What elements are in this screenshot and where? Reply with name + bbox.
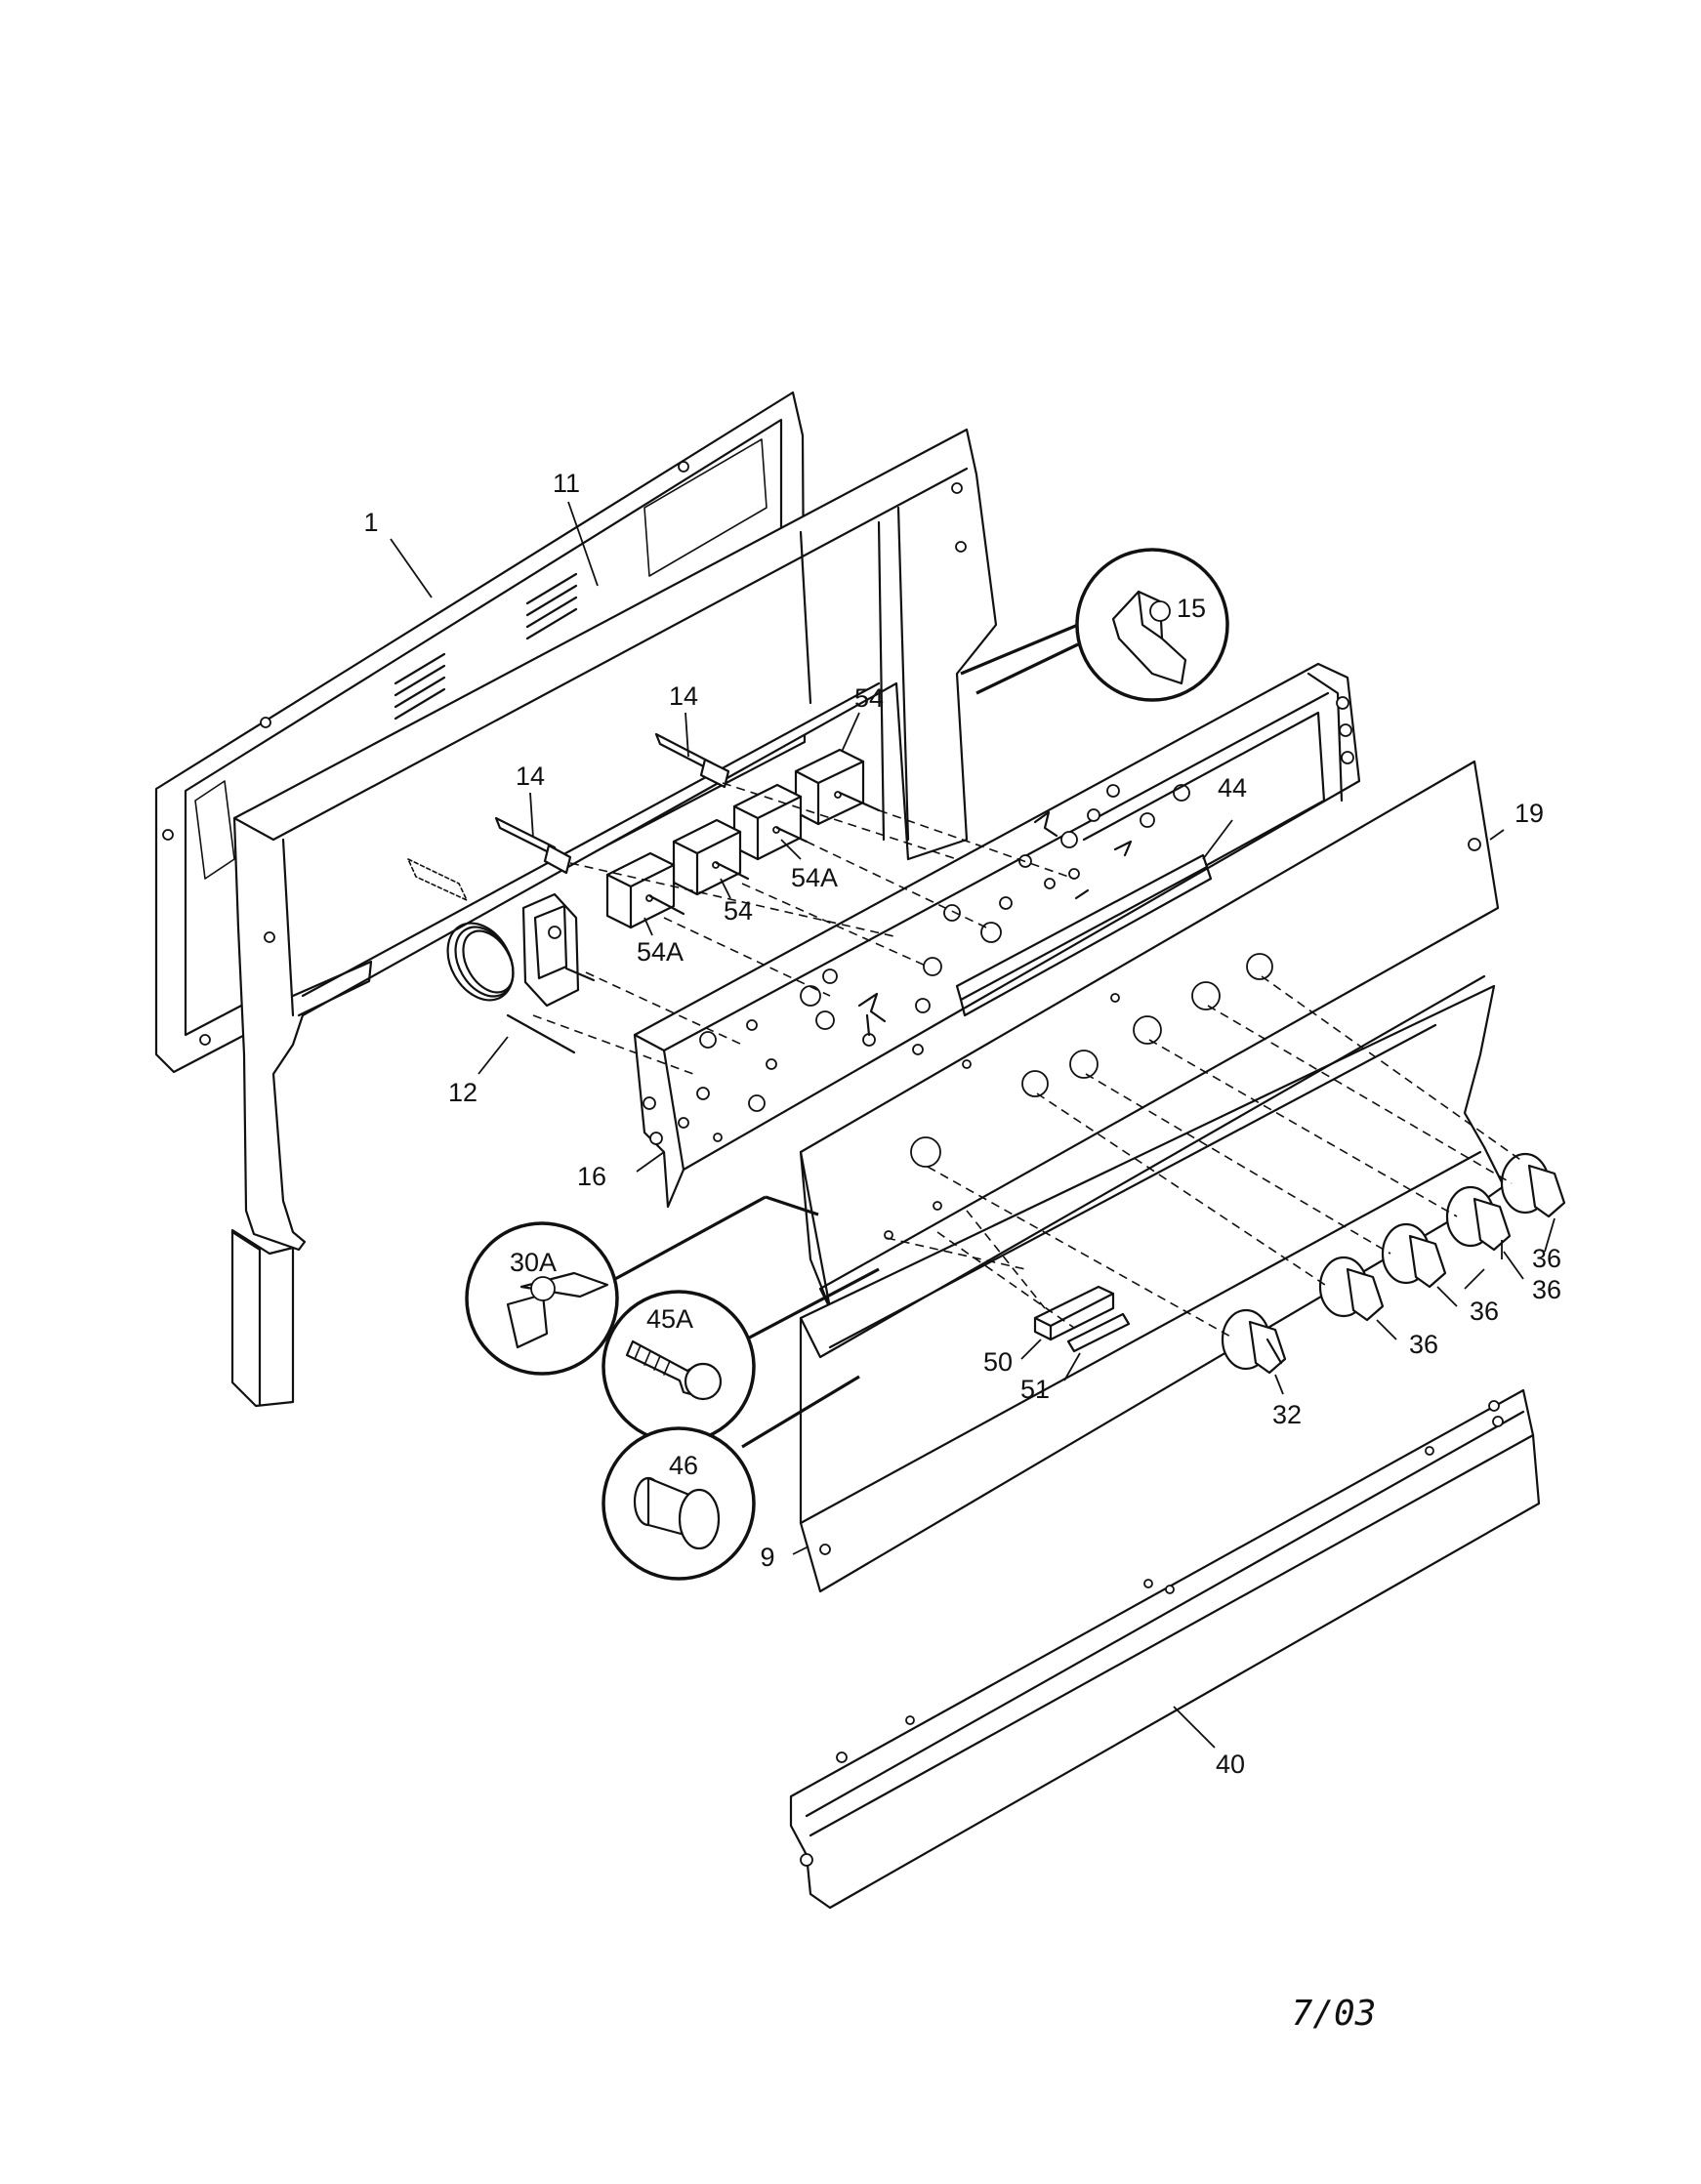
switch-part-54A-upper [732,783,809,861]
label-part-12: 12 [448,1078,477,1107]
callout-part-45A [602,1267,880,1444]
lens-part-51 [1063,1312,1131,1381]
control-panel-part-19 [799,760,1505,1310]
callout-part-15 [960,548,1229,702]
label-part-15: 15 [1177,594,1206,623]
strip-part-44 [955,819,1233,1017]
label-part-45A: 45A [646,1304,693,1334]
label-part-14-lower: 14 [516,762,545,791]
label-part-11: 11 [553,469,580,498]
label-part-32: 32 [1272,1400,1302,1429]
label-part-50: 50 [983,1347,1013,1377]
trim-panel-part-9 [792,974,1506,1593]
part-labels: 1 11 14 14 54 54A 54 54A 12 15 44 19 16 … [363,469,1561,2034]
label-part-36-d: 36 [1532,1244,1561,1273]
assembly-lines [532,782,1524,1339]
label-part-16: 16 [577,1162,606,1191]
thermostat-part-12 [407,858,596,1075]
callout-part-46 [602,1375,860,1581]
shaft-part-14-lower [494,792,572,875]
frame-part-11 [230,428,998,1408]
label-part-40: 40 [1216,1750,1245,1779]
date-code: 7/03 [1292,1994,1377,2034]
knob-part-36-1 [1318,1256,1397,1340]
light-part-50 [1020,1285,1115,1360]
knob-part-36-4 [1500,1152,1566,1253]
control-bracket-part-16 [633,662,1361,1209]
knob-part-36-3 [1445,1185,1524,1280]
label-part-36-c: 36 [1532,1275,1561,1304]
label-part-54A-upper: 54A [791,863,838,892]
label-part-9: 9 [760,1543,774,1572]
knob-part-36-2 [1381,1222,1458,1307]
switch-part-54A-lower [605,851,685,936]
label-part-36-b: 36 [1470,1297,1499,1326]
label-part-1: 1 [363,508,378,537]
label-part-46: 46 [669,1451,698,1480]
bottom-trim-part-40 [789,1388,1541,1910]
label-part-44: 44 [1218,773,1247,803]
label-part-30A: 30A [510,1248,557,1277]
label-part-36-a: 36 [1409,1330,1438,1359]
label-part-19: 19 [1514,799,1544,828]
label-part-51: 51 [1020,1375,1050,1404]
callout-part-30A [465,1195,819,1376]
switch-part-54-top [794,712,881,826]
knob-part-32 [1221,1308,1287,1395]
label-part-54-middle: 54 [724,896,753,926]
label-part-54-top: 54 [854,683,884,713]
label-part-54A-lower: 54A [637,937,684,967]
switch-part-54-middle [672,818,750,899]
shaft-part-14-upper [654,712,730,789]
label-part-14-upper: 14 [669,681,698,711]
